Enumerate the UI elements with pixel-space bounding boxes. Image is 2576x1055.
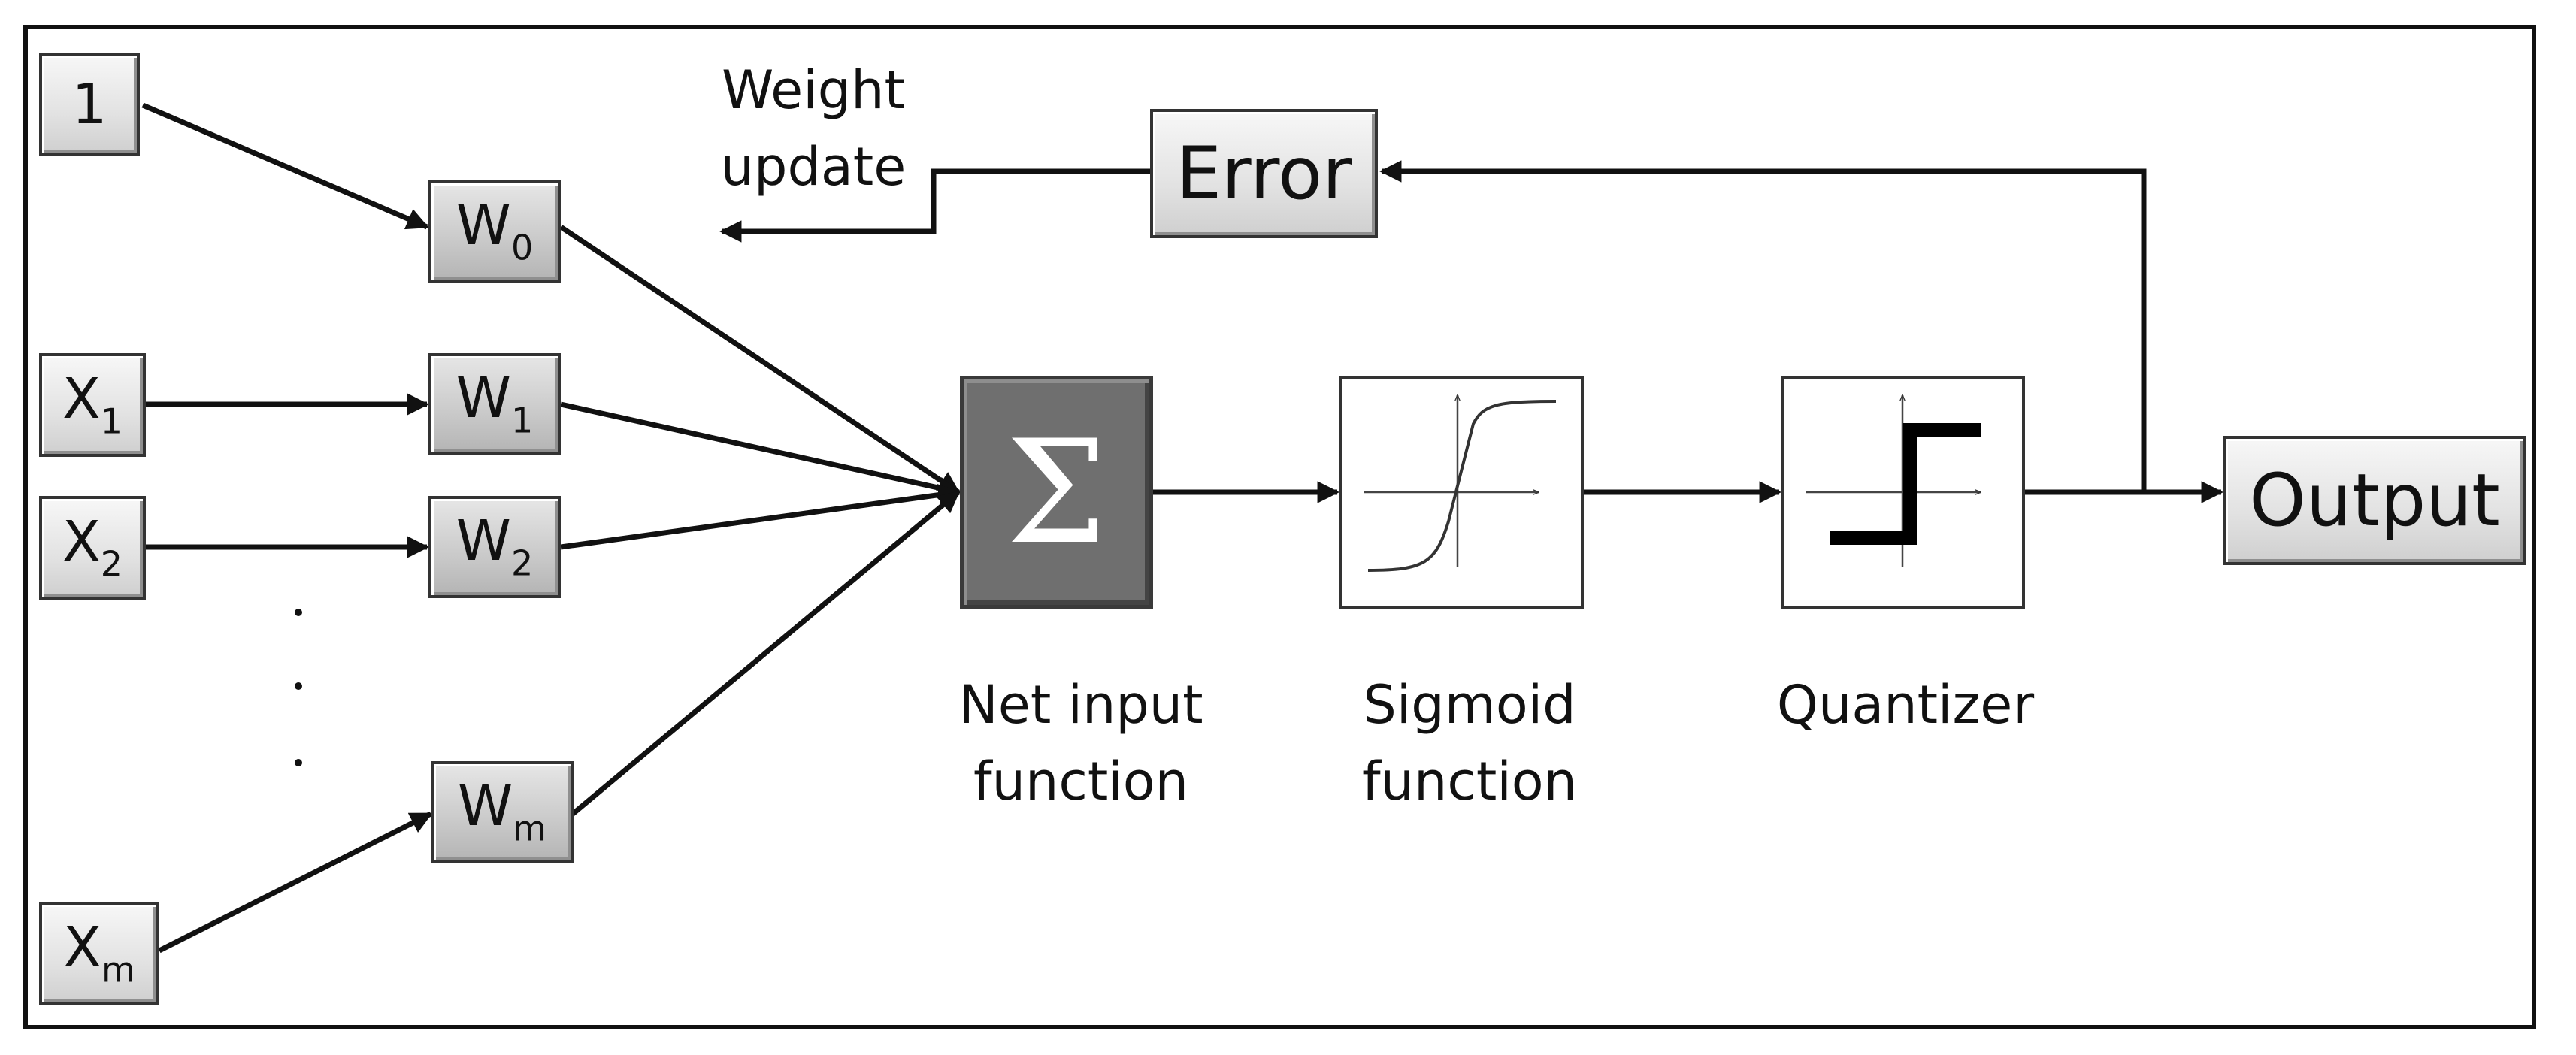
error-box: Error — [1150, 109, 1378, 238]
input-x2-box: X2 — [39, 496, 146, 600]
ellipsis-dot — [295, 609, 302, 616]
error-label: Error — [1176, 131, 1352, 216]
input-x1-box: X1 — [39, 353, 146, 457]
output-box: Output — [2223, 436, 2526, 565]
quantizer-box — [1781, 376, 2025, 609]
weight-w0-label: W0 — [456, 193, 534, 268]
weight-w1-box: W1 — [428, 353, 561, 455]
output-label: Output — [2249, 458, 2500, 543]
wire-w0-to-sum — [559, 225, 961, 494]
weight-wm-label: Wm — [458, 774, 546, 849]
input-xm-box: Xm — [39, 902, 159, 1005]
input-x1-label: X1 — [62, 367, 123, 442]
weight-w2-label: W2 — [456, 509, 534, 584]
input-x2-label: X2 — [62, 509, 123, 585]
ellipsis-dot — [295, 682, 302, 690]
wire-xm-to-wm — [158, 811, 433, 954]
weight-w1-label: W1 — [456, 366, 534, 441]
diagram-frame — [23, 25, 2536, 1029]
weight-w0-box: W0 — [428, 180, 561, 283]
weight-wm-box: Wm — [431, 761, 574, 863]
quantizer-caption: Quantizer — [1776, 674, 2035, 736]
net-input-sum-box: Σ — [960, 376, 1153, 609]
wire-wm-to-sum — [571, 490, 961, 816]
sigmoid-curve-icon — [1364, 379, 1557, 572]
wire-w2-to-sum — [560, 484, 961, 550]
sigma-symbol: Σ — [1006, 409, 1107, 576]
weight-w2-box: W2 — [428, 496, 561, 598]
net-input-caption: Net input function — [958, 674, 1203, 812]
bias-input-label: 1 — [71, 72, 107, 137]
wire-weight-update — [719, 168, 1150, 243]
sigmoid-function-box — [1339, 376, 1584, 609]
wire-bias-to-w0 — [141, 102, 429, 230]
weight-update-caption: Weight update — [720, 59, 907, 198]
sigmoid-caption: Sigmoid function — [1362, 674, 1577, 812]
wire-w1-to-sum — [560, 401, 961, 499]
input-xm-label: Xm — [63, 915, 135, 990]
bias-input-box: 1 — [39, 53, 140, 156]
wire-feedback-to-error — [1379, 160, 2147, 492]
step-function-icon — [1806, 379, 2022, 567]
ellipsis-dot — [295, 759, 302, 766]
